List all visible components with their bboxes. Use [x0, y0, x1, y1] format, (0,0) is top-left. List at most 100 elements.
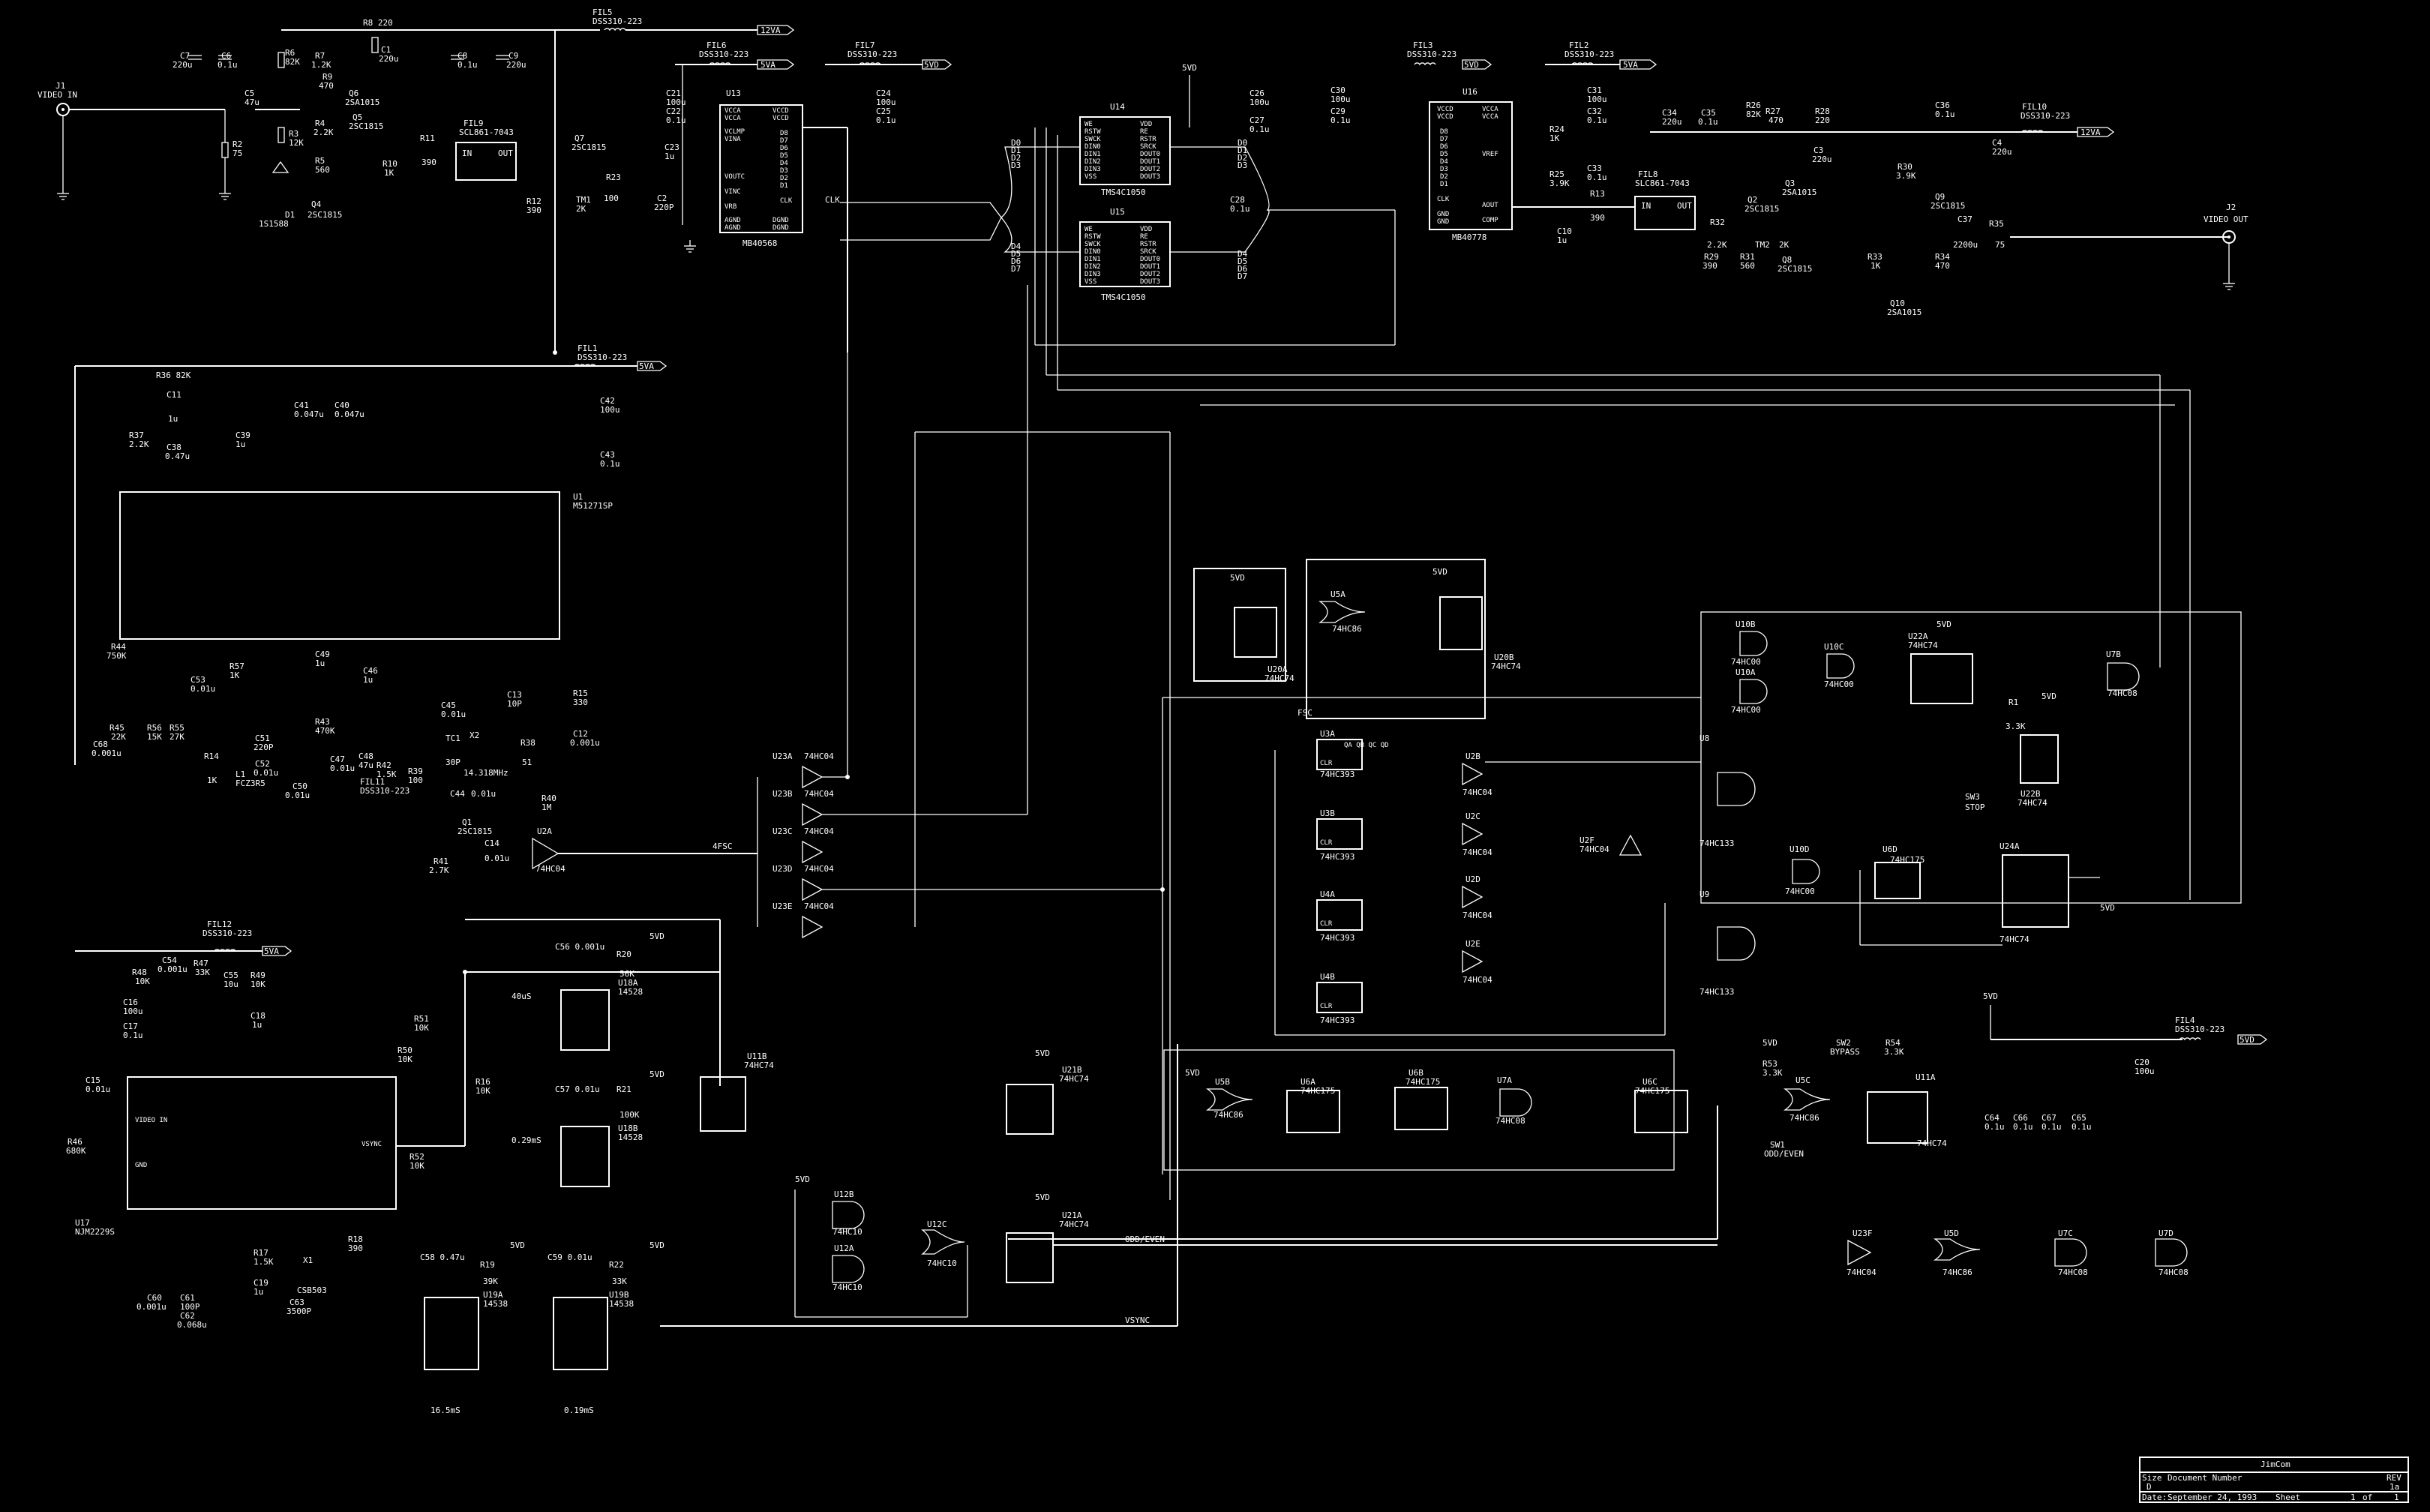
svg-text:0.01u: 0.01u: [441, 710, 466, 719]
svg-text:R33: R33: [1868, 252, 1882, 262]
of-value: 1: [2394, 1492, 2399, 1502]
svg-text:1u: 1u: [236, 440, 245, 449]
svg-text:AGND: AGND: [724, 217, 741, 224]
svg-text:R9: R9: [322, 72, 332, 82]
svg-text:R21: R21: [616, 1084, 632, 1094]
u10-u22-section: U10B 74HC00 U10A 74HC00 U10C 74HC00 5VD …: [1700, 611, 2242, 904]
svg-text:100u: 100u: [666, 98, 686, 107]
svg-text:74HC10: 74HC10: [832, 1282, 862, 1292]
svg-text:30P: 30P: [446, 758, 460, 767]
svg-text:R2: R2: [232, 140, 242, 149]
svg-text:OUT: OUT: [498, 148, 513, 158]
svg-text:U4B: U4B: [1320, 972, 1335, 982]
svg-text:VCCA: VCCA: [724, 107, 741, 115]
svg-text:390: 390: [1590, 213, 1605, 223]
svg-text:74HC08: 74HC08: [2058, 1268, 2088, 1277]
svg-text:U9: U9: [1700, 890, 1709, 899]
svg-text:C35: C35: [1701, 108, 1716, 118]
svg-text:U3B: U3B: [1320, 808, 1335, 818]
svg-text:D1: D1: [1440, 181, 1448, 188]
svg-text:D4: D4: [780, 160, 788, 167]
svg-text:M51271SP: M51271SP: [573, 501, 613, 511]
svg-text:C29: C29: [1330, 106, 1346, 116]
svg-text:QA QB QC QD: QA QB QC QD: [1344, 742, 1389, 749]
svg-text:C36: C36: [1935, 100, 1950, 110]
svg-text:74HC393: 74HC393: [1320, 770, 1354, 779]
date-value: September 24, 1993: [2168, 1492, 2258, 1502]
svg-text:U1: U1: [573, 492, 583, 502]
svg-text:75: 75: [232, 148, 242, 158]
svg-text:R14: R14: [204, 752, 219, 761]
svg-text:C30: C30: [1330, 86, 1346, 95]
svg-text:FIL12: FIL12: [207, 920, 232, 929]
svg-text:D6: D6: [780, 145, 788, 152]
svg-text:R43: R43: [315, 717, 330, 727]
svg-text:SRCK: SRCK: [1140, 248, 1156, 256]
svg-text:390: 390: [526, 206, 542, 215]
svg-text:CLR: CLR: [1320, 839, 1333, 847]
svg-text:C2: C2: [657, 194, 667, 203]
svg-text:R49: R49: [250, 970, 266, 980]
svg-text:FIL4: FIL4: [2175, 1016, 2195, 1025]
svg-text:5VA: 5VA: [639, 362, 654, 371]
svg-text:5VD: 5VD: [1432, 567, 1448, 577]
svg-text:SWCK: SWCK: [1084, 136, 1101, 143]
svg-text:0.1u: 0.1u: [1230, 204, 1250, 214]
svg-text:74HC86: 74HC86: [1790, 1113, 1820, 1123]
svg-text:74HC04: 74HC04: [1580, 844, 1610, 854]
svg-text:C68: C68: [93, 740, 108, 749]
svg-text:SCL861-7043: SCL861-7043: [459, 128, 514, 137]
svg-text:U10A: U10A: [1736, 668, 1756, 677]
svg-text:2.2K: 2.2K: [1707, 240, 1727, 250]
svg-text:CLR: CLR: [1320, 920, 1333, 928]
svg-text:10K: 10K: [410, 1161, 424, 1171]
svg-text:WE: WE: [1084, 121, 1093, 128]
svg-text:C50: C50: [292, 782, 308, 791]
svg-text:C15: C15: [86, 1076, 100, 1085]
svg-text:NJM2229S: NJM2229S: [75, 1227, 115, 1237]
svg-text:10K: 10K: [135, 976, 150, 986]
svg-text:R26: R26: [1746, 100, 1761, 110]
svg-text:R52: R52: [410, 1152, 424, 1162]
svg-text:10K: 10K: [250, 980, 266, 989]
sheet-label: Sheet: [2276, 1492, 2301, 1502]
svg-text:47u: 47u: [358, 760, 374, 770]
svg-text:U2A: U2A: [537, 826, 552, 836]
svg-text:Q7: Q7: [574, 134, 584, 143]
svg-text:C20: C20: [2134, 1058, 2150, 1067]
svg-text:D2: D2: [1011, 153, 1021, 163]
svg-text:0.001u: 0.001u: [92, 748, 122, 758]
svg-text:R27: R27: [1766, 106, 1780, 116]
svg-text:Q4: Q4: [311, 200, 322, 209]
svg-text:74HC10: 74HC10: [927, 1258, 957, 1268]
svg-text:74HC393: 74HC393: [1320, 852, 1354, 862]
svg-text:1u: 1u: [664, 152, 674, 161]
svg-text:1M: 1M: [542, 802, 552, 812]
svg-text:U12C: U12C: [927, 1220, 947, 1229]
svg-text:C9: C9: [508, 51, 518, 61]
svg-text:470: 470: [1768, 116, 1784, 125]
svg-text:VCCA: VCCA: [1482, 113, 1498, 121]
svg-text:C40: C40: [334, 400, 350, 410]
svg-text:DOUT3: DOUT3: [1140, 173, 1160, 181]
svg-text:R55: R55: [170, 723, 184, 733]
svg-text:R45: R45: [110, 723, 124, 733]
date-label: Date:: [2142, 1492, 2168, 1502]
svg-text:14.318MHz: 14.318MHz: [464, 768, 508, 778]
svg-text:C66: C66: [2013, 1113, 2028, 1123]
svg-text:VCCD: VCCD: [772, 115, 789, 122]
svg-text:C11: C11: [166, 390, 182, 400]
svg-text:0.1u: 0.1u: [1250, 124, 1270, 134]
rail-12va-flag: [757, 25, 795, 35]
svg-text:2SC1815: 2SC1815: [1930, 201, 1965, 211]
svg-text:U10B: U10B: [1736, 620, 1756, 629]
svg-text:22K: 22K: [111, 732, 126, 742]
svg-text:R48: R48: [132, 968, 147, 977]
svg-text:74HC04: 74HC04: [1462, 910, 1492, 920]
svg-text:D3: D3: [1440, 166, 1448, 173]
svg-text:D6: D6: [1238, 264, 1247, 274]
svg-text:C41: C41: [294, 400, 309, 410]
svg-text:74HC04: 74HC04: [804, 789, 834, 799]
